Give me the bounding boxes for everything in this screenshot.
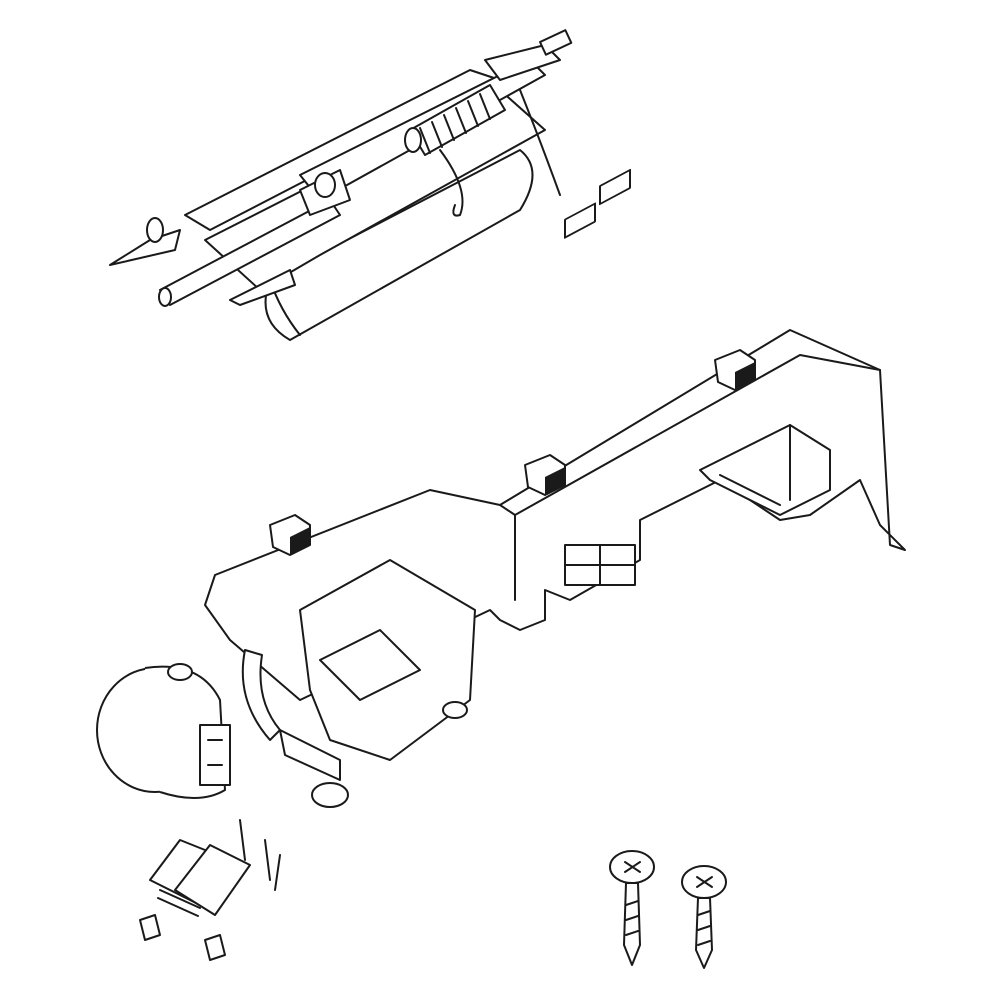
screw-1 xyxy=(609,850,655,966)
screw-2 xyxy=(681,865,727,969)
timer-motor xyxy=(96,663,231,800)
door-lock-bracket xyxy=(204,168,906,808)
coil-spring xyxy=(404,84,506,156)
micro-switch-pair xyxy=(139,819,281,961)
tab-block-3 xyxy=(269,514,311,556)
tab-block-1 xyxy=(714,349,756,391)
latch-rod-assembly xyxy=(109,29,573,341)
window-grid xyxy=(564,168,631,239)
tab-block-2 xyxy=(524,454,566,496)
